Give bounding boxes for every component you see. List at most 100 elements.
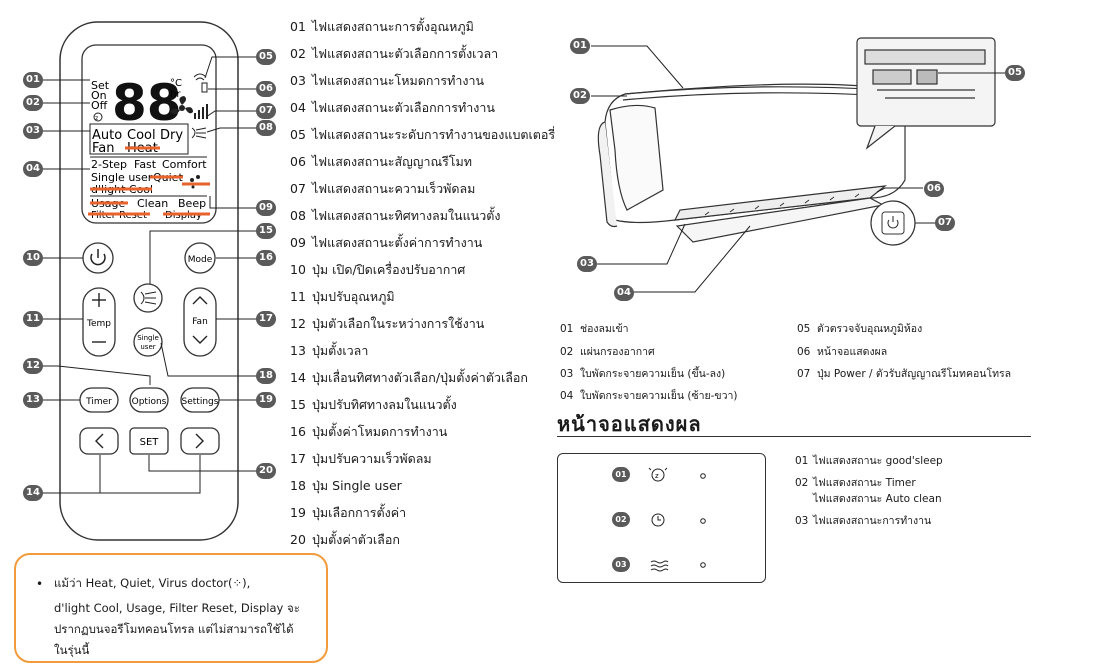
- unit-power-button[interactable]: [870, 200, 916, 246]
- remote-callout-badge: 09: [256, 200, 276, 216]
- power-button[interactable]: [82, 242, 114, 274]
- fan-icon: [170, 96, 193, 115]
- remote-callout-badge: 14: [23, 485, 43, 501]
- remote-callout-badge: 04: [23, 161, 43, 177]
- virus-doctor-icon: [190, 175, 202, 189]
- svg-text:Mode: Mode: [188, 255, 213, 265]
- remote-callout-badge: 17: [256, 311, 276, 327]
- note-line-3: ปรากฏบนจอรีโมทคอนโทรล แต่ไม่สามารถใช้ได้: [54, 622, 294, 636]
- lcd-cool: Cool: [127, 128, 156, 143]
- swing-button[interactable]: [133, 283, 163, 313]
- single-user-button[interactable]: Single user: [133, 327, 163, 357]
- svg-text:SET: SET: [140, 437, 160, 448]
- lcd-single-user: Single user: [91, 171, 153, 184]
- remote-callout-badge: 08: [256, 120, 276, 136]
- svg-text:user: user: [140, 343, 155, 351]
- room-temp-sensor: [916, 69, 938, 85]
- remote-callout-badge: 06: [256, 81, 276, 97]
- svg-text:Fan: Fan: [192, 317, 208, 327]
- remote-callout-badge: 03: [23, 123, 43, 139]
- display-section-title: หน้าจอแสดงผล: [557, 412, 702, 436]
- remote-callout-badge: 20: [256, 463, 276, 479]
- mode-button[interactable]: Mode: [184, 242, 216, 274]
- options-button[interactable]: Options: [129, 387, 169, 413]
- remote-callout-badge: 10: [23, 250, 43, 266]
- remote-callout-badge: 07: [256, 103, 276, 119]
- vertical-swing-icon: [191, 127, 207, 139]
- left-button[interactable]: [79, 427, 119, 455]
- lcd-sleep-icon: z: [93, 112, 103, 122]
- signal-icon: [193, 73, 207, 81]
- remote-callout-badge: 18: [256, 368, 276, 384]
- indicator-led-3: [700, 562, 706, 568]
- temp-rocker[interactable]: Temp: [82, 287, 116, 357]
- set-button[interactable]: SET: [129, 427, 169, 455]
- lcd-2step: 2-Step: [91, 158, 127, 171]
- unit-callout-badge: 07: [935, 215, 955, 231]
- svg-text:z: z: [655, 472, 659, 480]
- fan-rocker[interactable]: Fan: [183, 287, 217, 357]
- display-item-02b: ไฟแสดงสถานะ Auto clean: [813, 493, 942, 505]
- chevron-up-icon: [192, 296, 208, 305]
- remote-callout-badge: 15: [256, 223, 276, 239]
- lcd-fast: Fast: [134, 158, 157, 171]
- virus-doctor-icon: ⁘: [232, 576, 243, 590]
- remote-callout-badge: 12: [23, 358, 43, 374]
- lcd-comfort: Comfort: [162, 158, 207, 171]
- note-line-1: แม้ว่า Heat, Quiet, Virus doctor(⁘),: [54, 576, 251, 590]
- svg-text:Settings: Settings: [182, 397, 219, 407]
- svg-text:Single: Single: [137, 334, 159, 342]
- display-callout-badge: 01: [612, 467, 630, 482]
- timer-icon: [651, 513, 665, 527]
- divider: [557, 436, 1031, 437]
- lcd-off: Off: [91, 99, 108, 112]
- note-box: • แม้ว่า Heat, Quiet, Virus doctor(⁘), d…: [14, 553, 328, 663]
- remote-callout-badge: 05: [256, 49, 276, 65]
- right-button[interactable]: [180, 427, 220, 455]
- lcd-set: Set: [91, 79, 110, 92]
- unit-callout-badge: 04: [614, 285, 634, 301]
- remote-callout-badge: 11: [23, 311, 43, 327]
- remote-callout-badge: 13: [23, 392, 43, 408]
- lcd-dry: Dry: [160, 128, 183, 143]
- unit-callout-badge: 06: [924, 181, 944, 197]
- lcd-hr: hr: [170, 89, 181, 100]
- remote-callout-badge: 02: [23, 95, 43, 111]
- fan-speed-icon: [194, 104, 208, 119]
- note-line-2: d'light Cool, Usage, Filter Reset, Displ…: [54, 601, 300, 615]
- timer-button[interactable]: Timer: [79, 387, 119, 413]
- power-icon: [887, 219, 899, 229]
- remote-callout-badge: 16: [256, 250, 276, 266]
- chevron-right-icon: [195, 433, 204, 449]
- battery-icon: [201, 82, 208, 93]
- settings-button[interactable]: Settings: [180, 387, 220, 413]
- remote-callout-badge: 19: [256, 392, 276, 408]
- unit-callout-badge: 03: [577, 256, 597, 272]
- lcd-beep: Beep: [178, 197, 206, 210]
